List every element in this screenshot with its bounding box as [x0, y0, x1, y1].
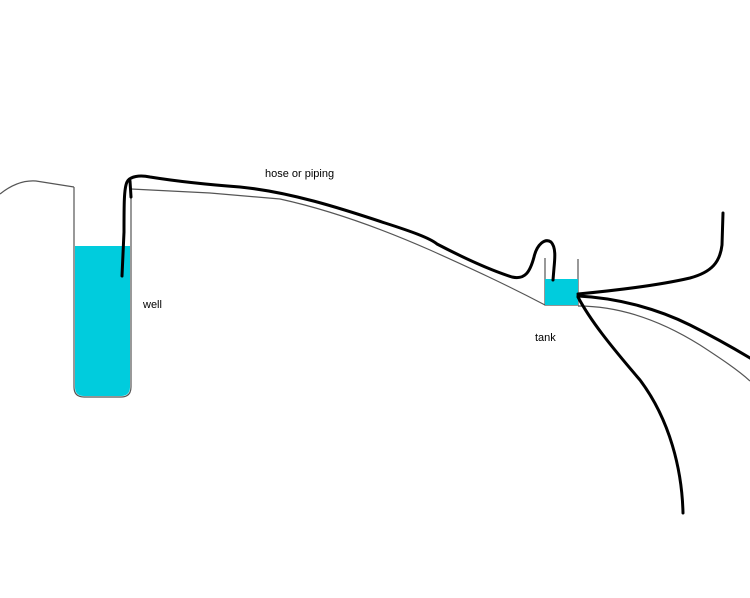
well-pipe-drop — [128, 179, 133, 199]
hose-pipe — [120, 174, 557, 282]
ground-main-slope — [130, 188, 546, 306]
hose-label: hose or piping — [265, 168, 335, 180]
outlet-pipe-upper — [576, 211, 725, 296]
tank-water — [545, 279, 578, 305]
well-label: well — [143, 299, 162, 311]
well-wall — [73, 187, 132, 398]
outlet-pipe-lower — [576, 295, 685, 515]
ground-right-slope — [577, 305, 750, 382]
outlet-pipe-middle — [576, 294, 750, 360]
tank-label: tank — [535, 332, 556, 344]
well-water — [75, 246, 130, 396]
ground-left-hill — [0, 180, 75, 195]
